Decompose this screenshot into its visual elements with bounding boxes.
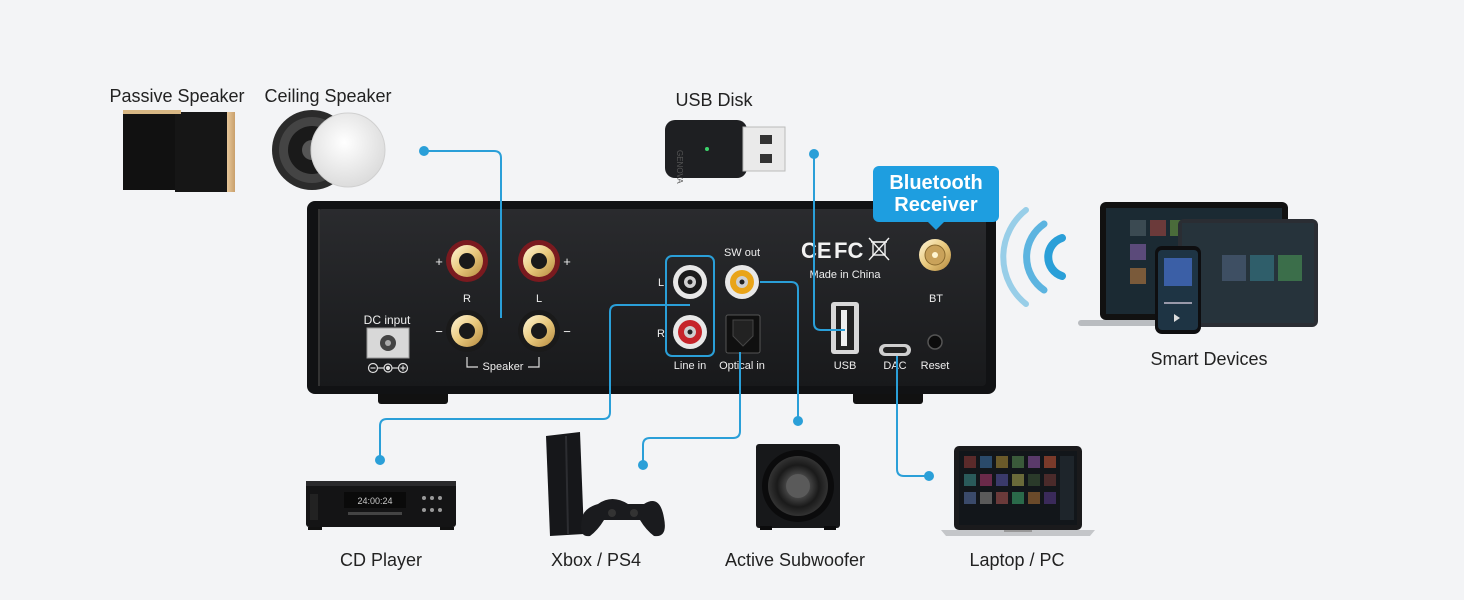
speaker-post-l-plus[interactable] xyxy=(518,240,560,282)
weee-bin-icon xyxy=(868,237,890,261)
usb-a-port[interactable] xyxy=(831,302,859,354)
subwoofer-icon xyxy=(756,444,840,530)
optical-in-label: Optical in xyxy=(719,360,765,372)
l-plus-sign: + xyxy=(563,254,571,269)
smart-devices-label: Smart Devices xyxy=(1150,349,1268,369)
made-in-label: Made in China xyxy=(810,269,882,281)
speaker-post-r-minus[interactable] xyxy=(446,310,488,352)
connection-wires xyxy=(379,150,929,477)
amplifier-rear-panel xyxy=(307,201,996,404)
certification-marks: CE FC xyxy=(801,237,890,263)
usb-c-dac-port[interactable] xyxy=(879,344,911,356)
wire-subwoofer xyxy=(760,281,799,421)
usb-brand-text: GENOVA xyxy=(675,150,684,184)
bluetooth-receiver-badge: Bluetooth Receiver xyxy=(873,166,999,230)
wire-console xyxy=(642,352,741,465)
subwoofer-label: Active Subwoofer xyxy=(724,550,866,570)
console-label: Xbox / PS4 xyxy=(550,550,642,570)
dc-polarity-icon xyxy=(367,362,409,374)
passive-speaker-icon xyxy=(123,110,235,192)
r-minus-sign: − xyxy=(435,324,443,339)
line-in-r-label: R xyxy=(657,328,665,340)
wire-laptop xyxy=(896,356,929,477)
line-in-label: Line in xyxy=(674,360,706,372)
fc-mark: FC xyxy=(834,238,863,263)
rca-sw-out[interactable] xyxy=(725,265,759,299)
reset-label: Reset xyxy=(921,360,950,372)
wire-end-dots xyxy=(375,146,934,481)
laptop-icon xyxy=(941,446,1095,536)
usb-disk-label: USB Disk xyxy=(675,90,753,110)
rca-line-in-right[interactable] xyxy=(673,315,707,349)
speaker-label: Speaker xyxy=(483,361,524,373)
bt-label: BT xyxy=(929,293,943,305)
line-in-l-label: L xyxy=(658,277,664,289)
ceiling-speaker-icon xyxy=(272,110,386,190)
ceiling-speaker-label: Ceiling Speaker xyxy=(264,86,392,106)
bluetooth-wave-icon xyxy=(1000,207,1066,307)
bluetooth-badge-line2: Receiver xyxy=(894,194,978,216)
cd-player-icon: 24:00:24 xyxy=(306,481,456,530)
bt-antenna-connector[interactable] xyxy=(919,239,951,271)
dc-input-label: DC input xyxy=(364,313,411,327)
speaker-r-label: R xyxy=(463,293,471,305)
wire-speaker xyxy=(424,150,502,318)
smart-devices-icon xyxy=(1078,202,1318,334)
passive-speaker-label: Passive Speaker xyxy=(109,86,245,106)
dac-label: DAC xyxy=(883,360,906,372)
speaker-bracket xyxy=(466,357,540,368)
dc-input-jack[interactable] xyxy=(366,327,410,359)
reset-button[interactable] xyxy=(927,334,943,350)
usb-label: USB xyxy=(834,360,857,372)
sw-out-label: SW out xyxy=(724,247,760,259)
l-minus-sign: − xyxy=(563,324,571,339)
laptop-label: Laptop / PC xyxy=(969,550,1065,570)
wire-cd-player xyxy=(379,304,690,460)
ce-mark: CE xyxy=(801,238,832,263)
rca-line-in-left[interactable] xyxy=(673,265,707,299)
bluetooth-badge-line1: Bluetooth xyxy=(889,172,983,194)
optical-in-port[interactable] xyxy=(725,314,761,354)
cd-player-label: CD Player xyxy=(339,550,423,570)
speaker-l-label: L xyxy=(536,293,542,305)
cd-display-text: 24:00:24 xyxy=(357,496,392,506)
speaker-post-r-plus[interactable] xyxy=(446,240,488,282)
r-plus-sign: + xyxy=(435,254,443,269)
console-icon xyxy=(546,432,665,537)
wire-usb-disk xyxy=(813,154,845,331)
speaker-post-l-minus[interactable] xyxy=(518,310,560,352)
usb-disk-icon: GENOVA xyxy=(665,120,786,184)
